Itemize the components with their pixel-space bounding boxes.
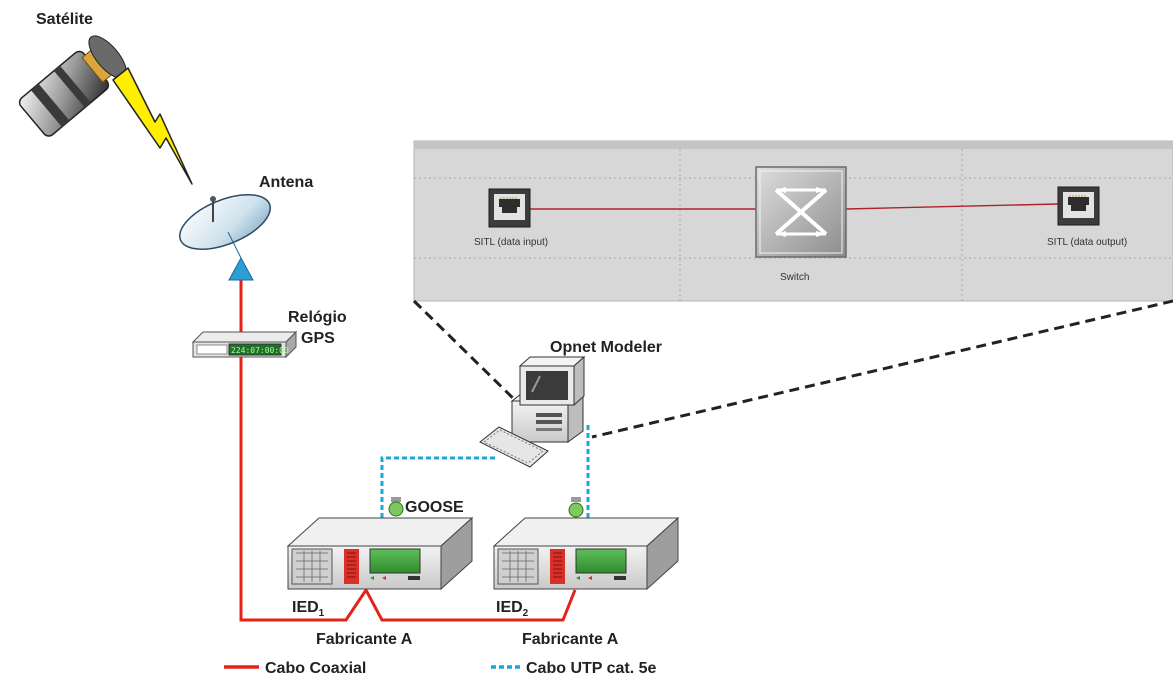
- satellite-label: Satélite: [36, 11, 93, 28]
- goose-label: GOOSE: [405, 499, 464, 516]
- port-indicator-icon: [568, 497, 584, 518]
- satellite-icon: [18, 35, 127, 137]
- gps-label-line2: GPS: [301, 330, 335, 347]
- gps-clock-icon: 224:07:00:00: [191, 330, 298, 359]
- gps-label-line1: Relógio: [288, 309, 347, 326]
- ied1-subscript: 1: [319, 608, 325, 619]
- legend-coax-label: Cabo Coaxial: [265, 660, 366, 677]
- switch-label: Switch: [780, 272, 809, 283]
- rj45-port-icon[interactable]: [488, 188, 531, 228]
- manufacturer2-label: Fabricante A: [522, 631, 619, 648]
- opnet-label: Opnet Modeler: [550, 339, 662, 356]
- rj45-port-icon[interactable]: [1057, 186, 1100, 226]
- network-switch-icon[interactable]: [755, 166, 847, 258]
- sitl-input-label: SITL (data input): [474, 237, 548, 248]
- legend-utp-label: Cabo UTP cat. 5e: [526, 660, 657, 677]
- zoom-line-right: [591, 299, 1173, 439]
- satellite-dish-icon: [178, 194, 272, 281]
- goose-indicator-icon: [388, 497, 404, 517]
- ied2-subscript: 2: [523, 608, 529, 619]
- opnet-panel: SITL (data input) Switch SITL (data outp…: [413, 140, 1173, 302]
- coax-cable: [239, 280, 577, 622]
- antenna-label: Antena: [259, 174, 313, 191]
- manufacturer1-label: Fabricante A: [316, 631, 413, 648]
- ied2-label: IED2: [496, 599, 529, 619]
- gps-display-text: 224:07:00:00: [231, 346, 289, 355]
- legend: Cabo Coaxial Cabo UTP cat. 5e: [224, 660, 657, 677]
- zoom-line-left: [412, 299, 522, 407]
- lightning-icon: [112, 67, 193, 185]
- ied1-label: IED1: [292, 599, 325, 619]
- computer-icon: [479, 355, 586, 468]
- ied-relay-icon: [286, 516, 474, 591]
- sitl-output-label: SITL (data output): [1047, 237, 1127, 248]
- utp-cable: [380, 425, 590, 520]
- opnet-link-output: [845, 203, 1059, 210]
- ied-relay-icon: [492, 516, 680, 591]
